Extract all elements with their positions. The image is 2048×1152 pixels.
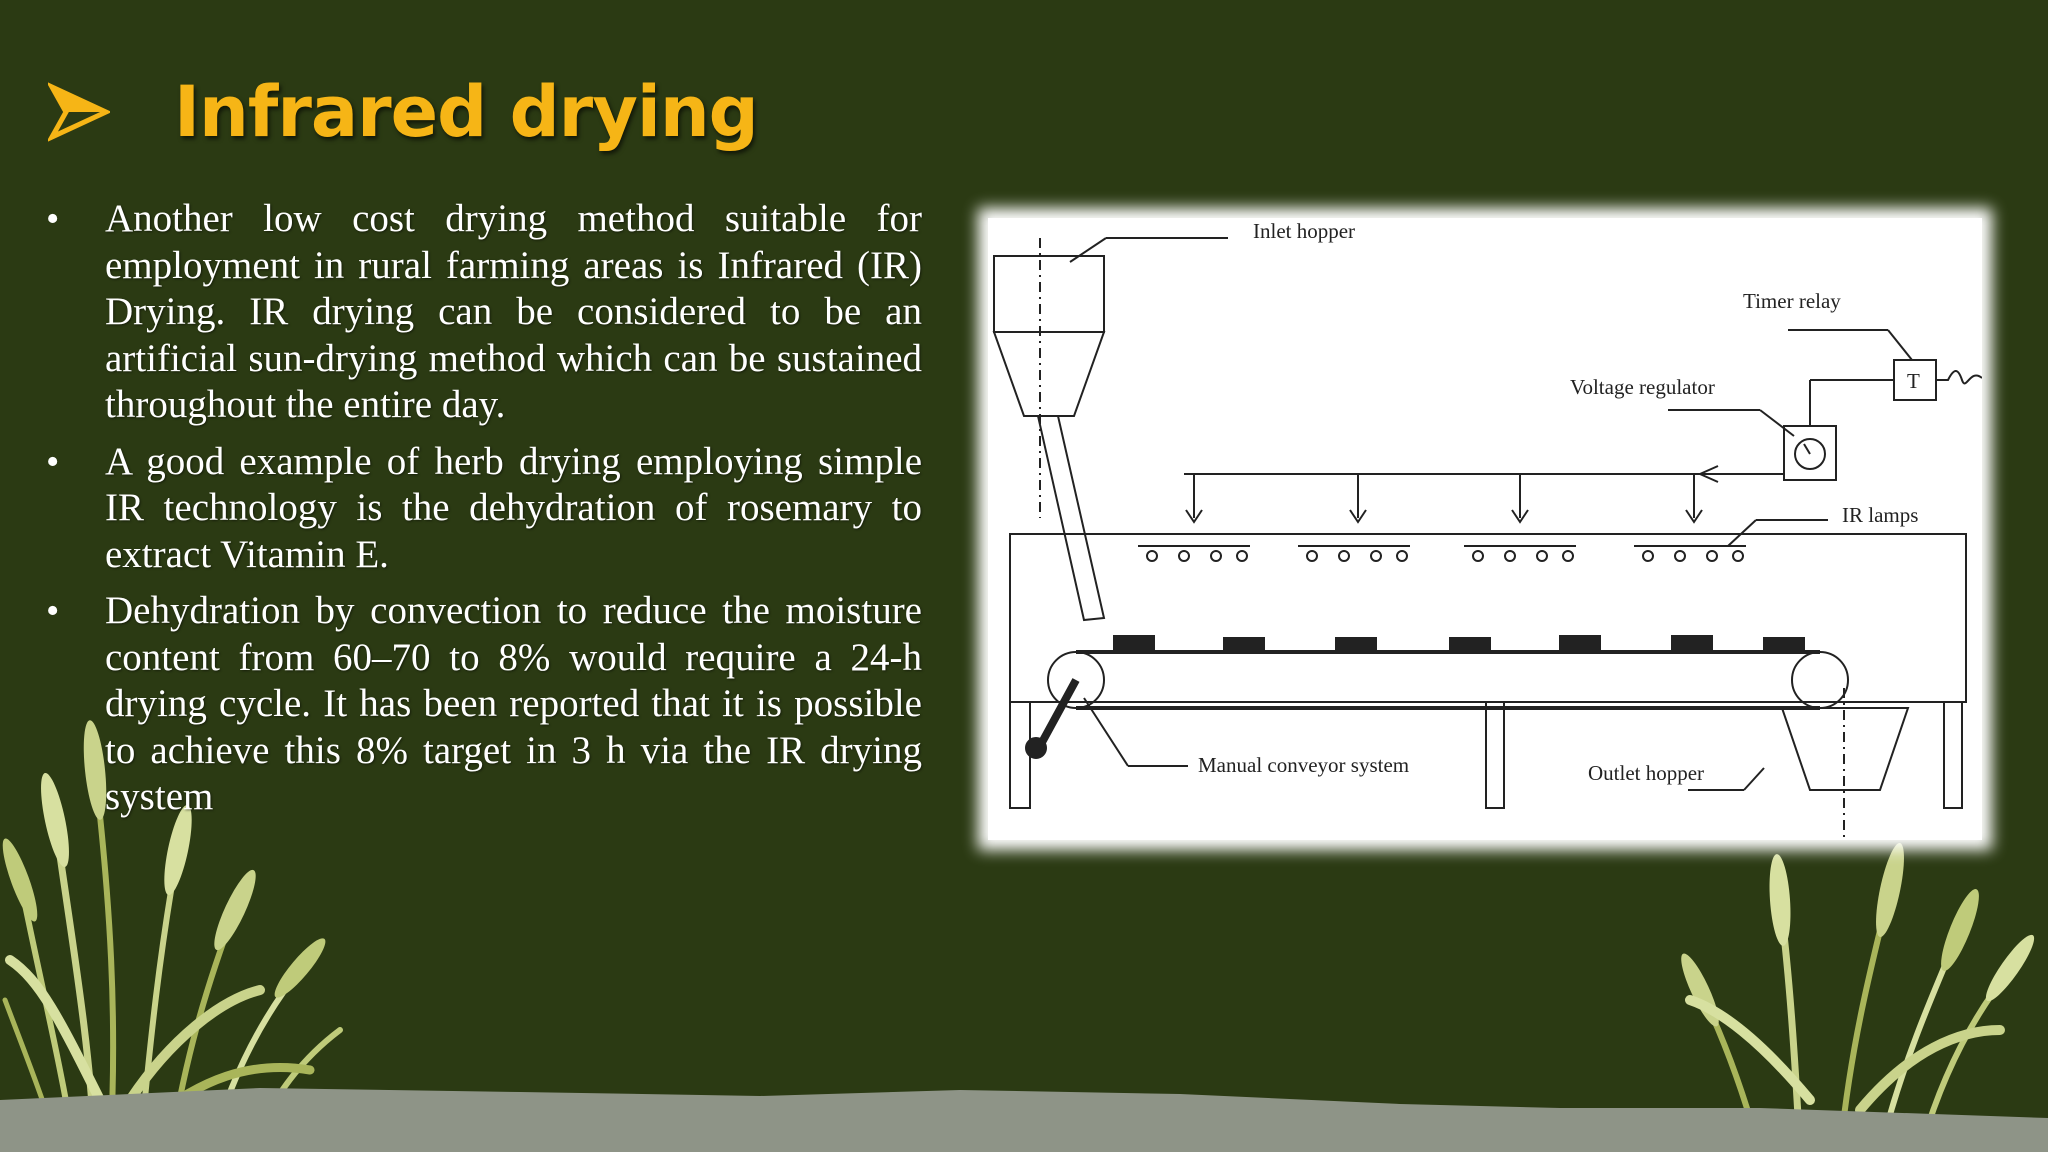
bullet-item: • Another low cost drying method suitabl… <box>40 196 922 429</box>
bullet-list: • Another low cost drying method suitabl… <box>40 196 922 831</box>
label-manual-conveyor: Manual conveyor system <box>1198 753 1409 777</box>
outlet-hopper <box>1780 707 1910 791</box>
bullet-item: • A good example of herb drying employin… <box>40 439 922 579</box>
drying-chamber <box>1009 533 1967 703</box>
inlet-hopper <box>992 238 1106 622</box>
arrowhead-bullet-icon <box>48 82 110 142</box>
bullet-text: Another low cost drying method suitable … <box>105 197 922 426</box>
conveyor-belt <box>1047 635 1849 710</box>
bullet-text: Dehydration by convection to reduce the … <box>105 589 922 818</box>
ir-dryer-diagram: Inlet hopper Timer relay T Voltage regul… <box>988 218 1982 840</box>
label-inlet-hopper: Inlet hopper <box>1253 219 1355 243</box>
power-line <box>1936 370 1982 385</box>
timer-relay-leader-d <box>1887 329 1913 361</box>
grass-right-cluster <box>1681 843 2035 1152</box>
title-row: Infrared drying <box>48 62 759 162</box>
outlet-leader-d <box>1743 767 1765 791</box>
bullet-dot: • <box>46 440 60 483</box>
ground-hill <box>0 1088 2048 1152</box>
crank-knob <box>1025 737 1047 759</box>
ir-lamp-rows <box>1138 545 1746 562</box>
label-ir-lamps: IR lamps <box>1842 503 1918 527</box>
bullet-item: • Dehydration by convection to reduce th… <box>40 588 922 821</box>
bullet-text: A good example of herb drying employing … <box>105 439 922 576</box>
legs <box>1009 701 1963 809</box>
flow-arrow-icon <box>1697 465 1719 483</box>
lamp-feed-lines <box>1185 474 1703 524</box>
timer-symbol: T <box>1907 369 1920 393</box>
slide-title: Infrared drying <box>174 71 759 153</box>
conveyor-leader-d <box>1083 697 1129 767</box>
label-timer-relay: Timer relay <box>1743 289 1841 313</box>
regulator-needle <box>1803 443 1811 455</box>
voltage-regulator-leader-d <box>1759 409 1795 437</box>
regulator-dial-icon <box>1794 438 1826 470</box>
bullet-dot: • <box>46 590 60 632</box>
bullet-dot: • <box>46 198 60 240</box>
inlet-hopper-leader <box>1069 237 1107 263</box>
crank-handle <box>1036 678 1080 748</box>
label-voltage-regulator: Voltage regulator <box>1570 375 1715 399</box>
label-outlet-hopper: Outlet hopper <box>1588 761 1704 785</box>
